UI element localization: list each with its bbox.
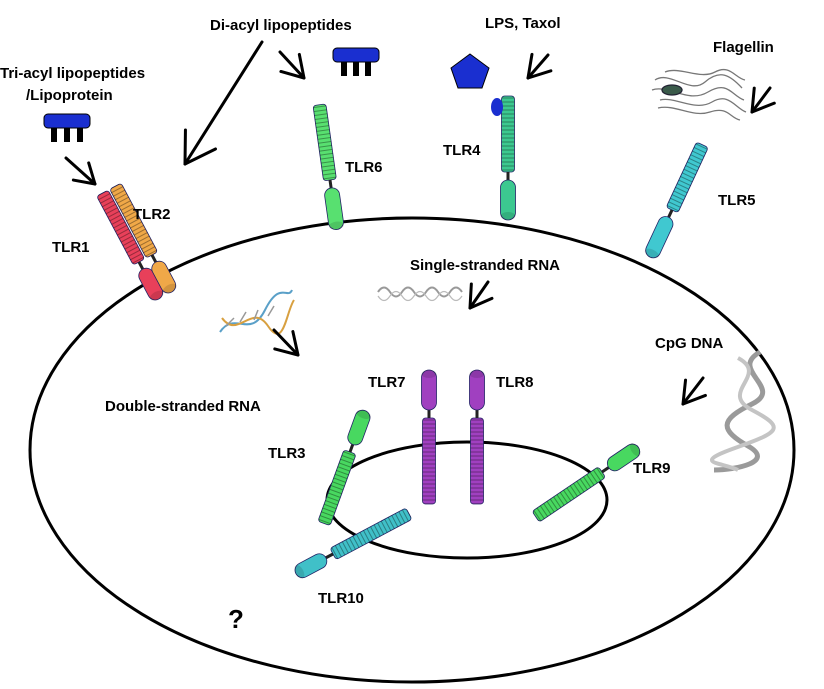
unknown-ligand-label: ? xyxy=(228,604,244,634)
ligand-label-triacyl-line2: /Lipoprotein xyxy=(26,87,113,104)
arrow-dsrna-to-tlr3 xyxy=(272,328,300,357)
receptor-label-tlr1: TLR1 xyxy=(52,239,90,256)
arrow-cpg-to-tlr9 xyxy=(681,376,707,406)
receptor-tlr7 xyxy=(421,369,437,505)
receptor-tlr5 xyxy=(644,142,708,259)
dsrna-icon xyxy=(219,289,295,335)
ssrna-icon xyxy=(377,286,463,302)
receptor-label-tlr8: TLR8 xyxy=(496,374,534,391)
arrow-diacyl-to-tlr2 xyxy=(183,40,264,166)
arrow-diacyl-to-tlr6 xyxy=(278,50,306,80)
cpg-dna-icon xyxy=(710,349,776,473)
md2-icon xyxy=(491,98,503,116)
ligand-label-dsrna: Double-stranded RNA xyxy=(105,398,261,415)
receptor-label-tlr3: TLR3 xyxy=(268,445,306,462)
cell-membrane xyxy=(28,216,796,684)
flagellin-icon xyxy=(651,68,747,121)
receptor-label-tlr2: TLR2 xyxy=(133,206,171,223)
ligand-label-triacyl-line1: Tri-acyl lipopeptides xyxy=(0,65,145,82)
lps-pentagon-icon xyxy=(450,53,490,89)
ligand-label-ssrna: Single-stranded RNA xyxy=(410,257,560,274)
receptor-tlr2 xyxy=(110,183,177,294)
triacyl-lipopeptide-icon xyxy=(43,113,91,142)
receptor-tlr10 xyxy=(294,508,412,579)
arrow-ssrna-to-tlr8 xyxy=(468,280,494,310)
receptor-label-tlr9: TLR9 xyxy=(633,460,671,477)
receptor-label-tlr10: TLR10 xyxy=(318,590,364,607)
receptor-label-tlr4: TLR4 xyxy=(443,142,481,159)
ligand-label-flagellin: Flagellin xyxy=(713,39,774,56)
receptor-tlr9 xyxy=(532,443,641,522)
receptor-tlr1 xyxy=(97,190,164,301)
diacyl-lipopeptide-icon xyxy=(332,47,380,76)
receptor-tlr6 xyxy=(312,103,344,230)
receptor-label-tlr5: TLR5 xyxy=(718,192,756,209)
receptor-tlr4 xyxy=(500,95,516,221)
arrow-group xyxy=(64,40,776,406)
ligand-label-cpg: CpG DNA xyxy=(655,335,723,352)
receptor-label-tlr6: TLR6 xyxy=(345,159,383,176)
receptor-group xyxy=(97,95,708,579)
arrow-flagellin-to-tlr5 xyxy=(750,86,776,114)
arrow-lps-to-tlr4 xyxy=(526,52,553,80)
receptor-tlr3 xyxy=(318,409,371,526)
arrow-triacyl-to-tlr1 xyxy=(64,156,97,186)
ligand-label-diacyl: Di-acyl lipopeptides xyxy=(210,17,352,34)
receptor-label-tlr7: TLR7 xyxy=(368,374,406,391)
receptor-tlr8 xyxy=(469,369,485,505)
ligand-label-lps: LPS, Taxol xyxy=(485,15,561,32)
